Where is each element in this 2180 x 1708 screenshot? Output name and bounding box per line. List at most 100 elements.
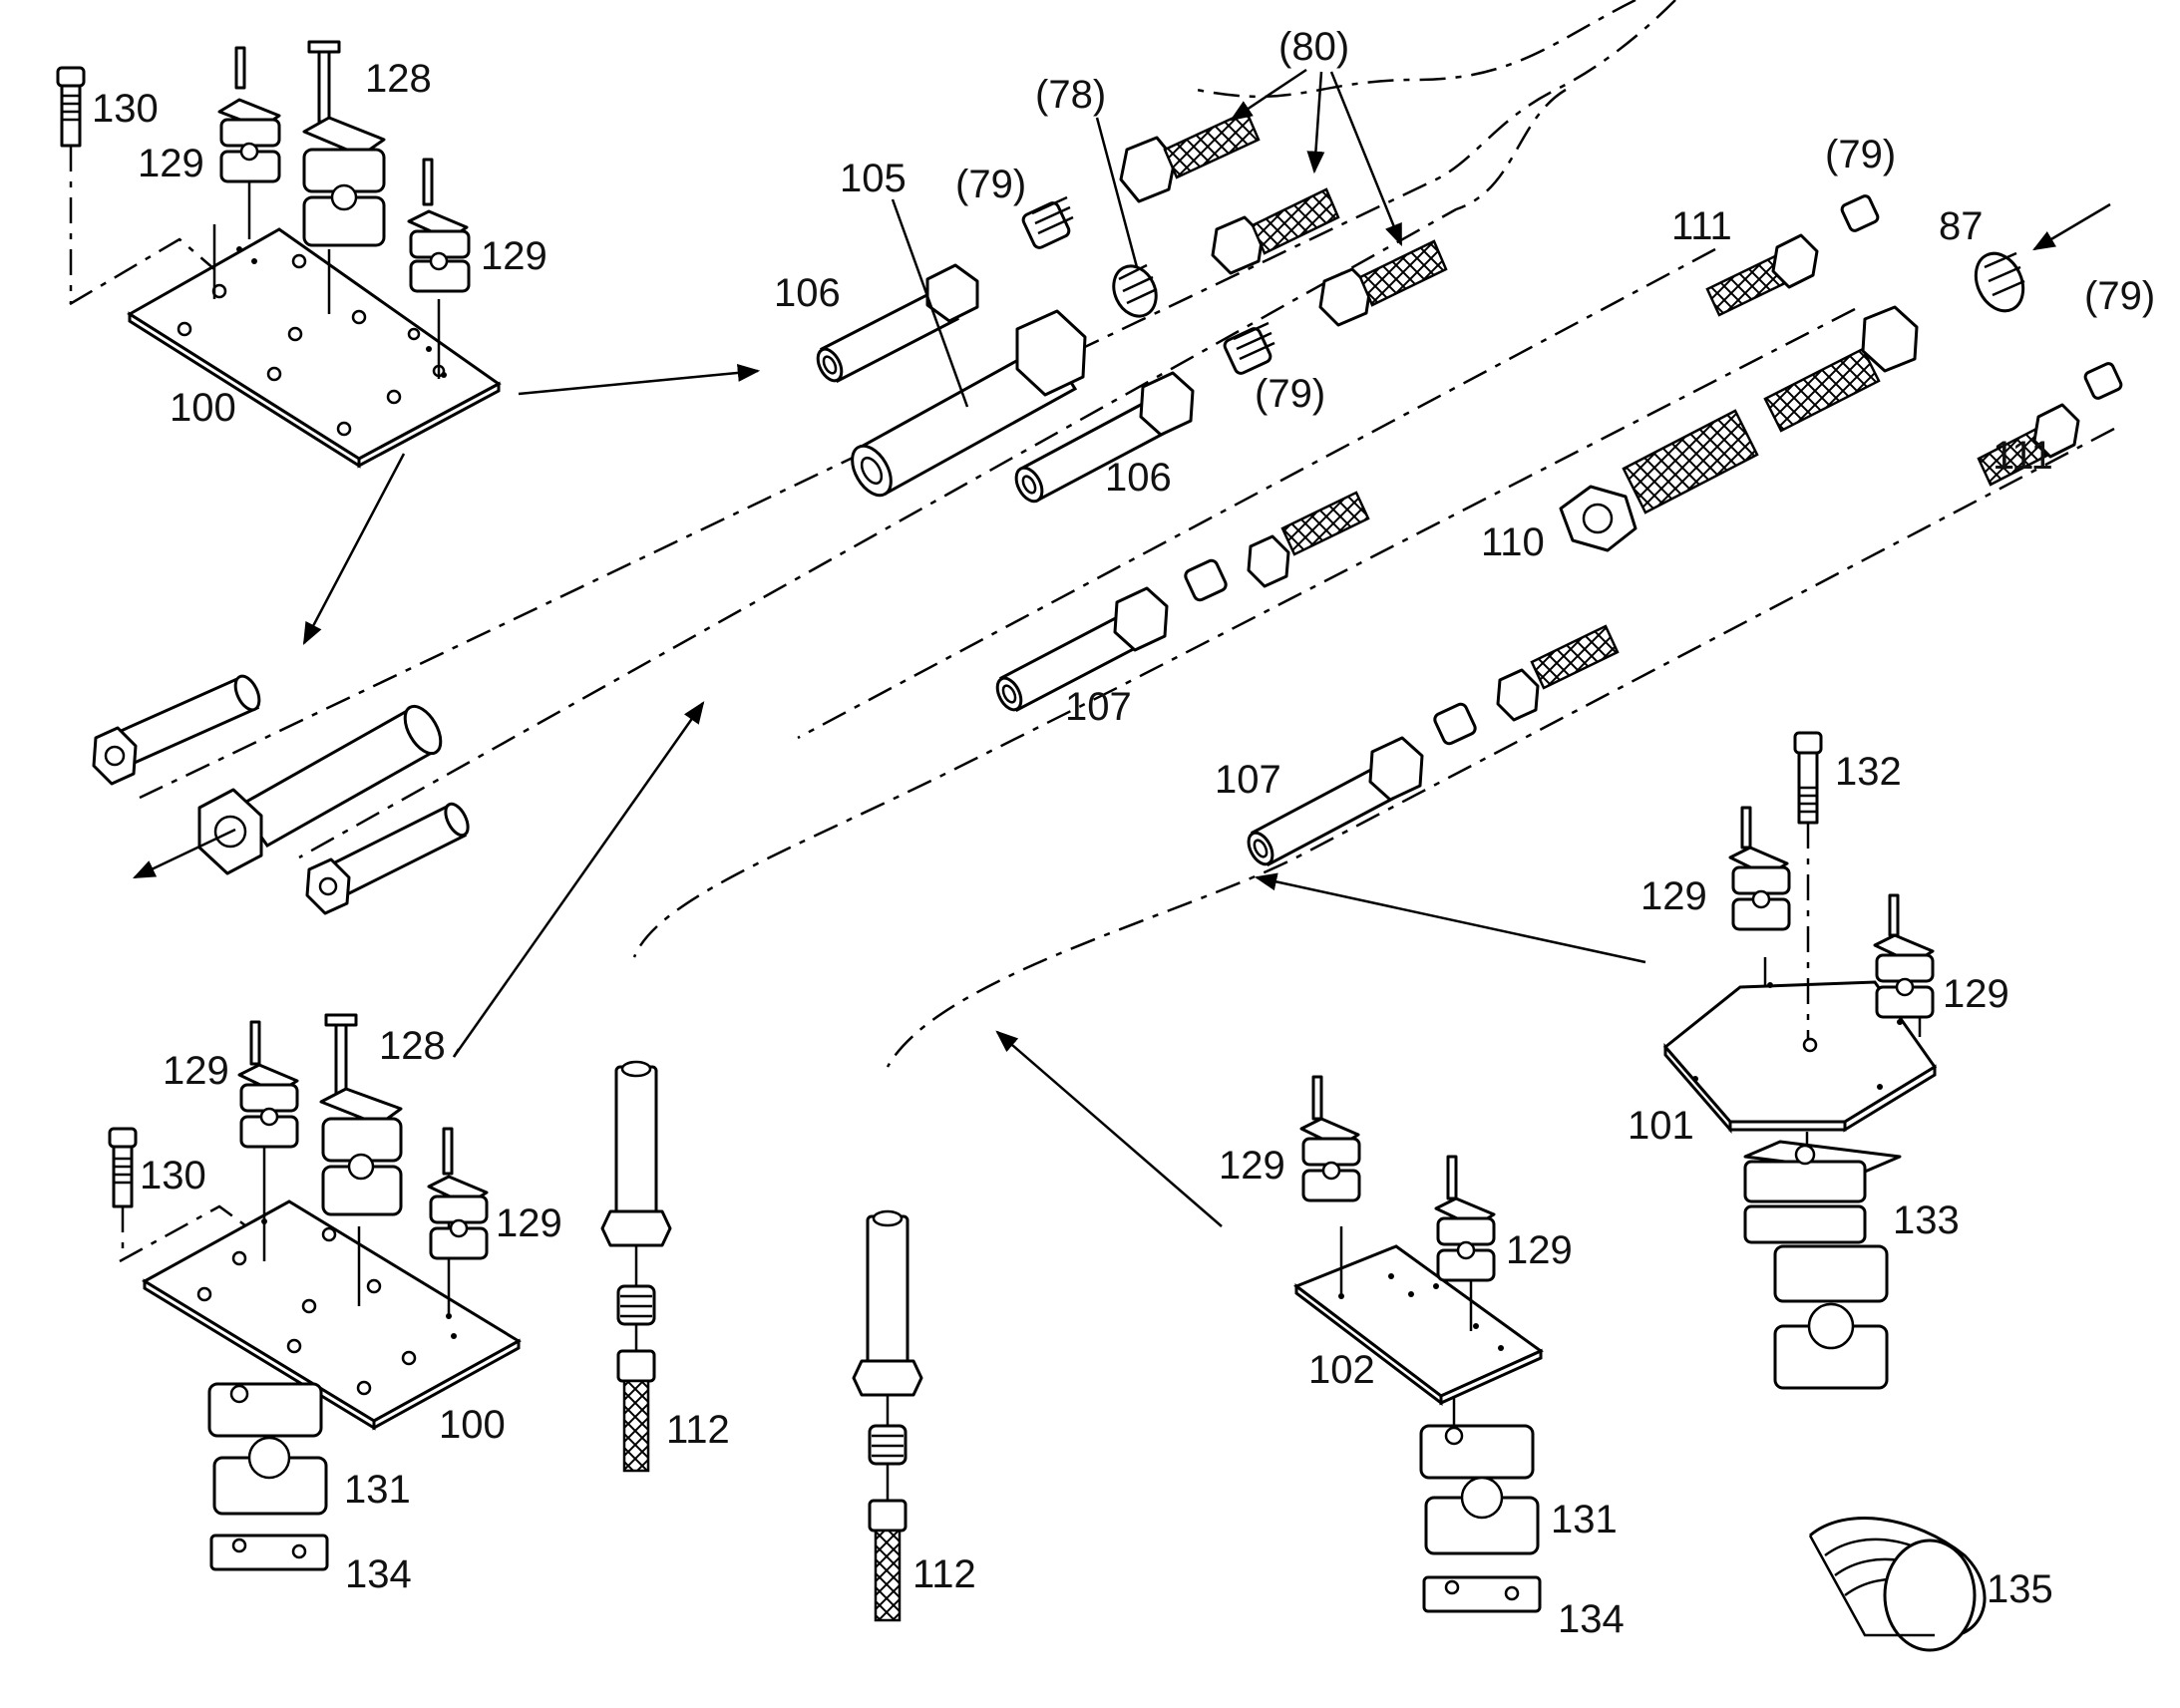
callout-102: 102 [1308,1348,1375,1392]
callout-134-right: 134 [1558,1597,1625,1641]
callout-112-left: 112 [666,1408,730,1452]
arrow-101-to-tube [1254,872,1646,964]
callout-111-lower: 111 [1993,434,2053,478]
callout-129-top-right: 129 [481,234,547,278]
callout-131-right: 131 [1551,1498,1618,1541]
mounting-plate-assembly-102 [1292,1075,1544,1613]
hose-107-lower-braid [1496,624,1620,722]
spring-135 [1808,1517,1987,1652]
clamp-129-top-left [217,46,281,183]
mounting-plate-assembly-bottom [108,1013,522,1571]
hose-111-lower [1977,362,2123,487]
callout-130-bottom: 130 [140,1154,206,1197]
clamp-129-102-right [1434,1155,1496,1282]
leader-80-b [1306,71,1325,174]
clamp-129-102-left [1299,1075,1361,1202]
clamp-129-bottom-left [237,1020,299,1149]
outlet-arrow [132,828,236,879]
hose-80-top [1119,110,1261,203]
bolt-132 [1793,731,1823,1039]
tube-106-lower [1014,371,1195,504]
callout-129-bottom-right: 129 [496,1201,562,1245]
tube-107-lower [1247,736,1424,867]
nipple-78 [1112,263,1158,318]
callout-105: 105 [840,157,907,200]
callout-110: 110 [1481,520,1545,564]
mounting-plate-assembly-top [56,40,502,469]
callout-101: 101 [1628,1104,1694,1148]
callout-100-top: 100 [170,386,236,430]
nipple-107-upper [1184,558,1228,602]
callout-87: 87 [1939,204,1984,248]
callout-129-101-left: 129 [1640,874,1707,918]
callout-131-left: 131 [344,1468,411,1512]
arrow-102-to-tube [995,1030,1223,1227]
plate-134-right [1422,1575,1542,1613]
callout-130-top: 130 [92,87,159,131]
fitting-assembly-left [92,674,470,915]
callout-111-upper: 111 [1671,204,1732,248]
callout-129-102-left: 129 [1219,1144,1285,1188]
leader-80-a [1230,68,1307,122]
hose-assembly-112-right [852,1209,923,1622]
arrow-plate-to-tubes [518,363,761,396]
callout-107-upper: 107 [1065,685,1132,729]
leader-105 [891,198,969,408]
clamp-128-top [302,40,386,247]
nipple-79-b [1223,321,1275,375]
fitting-87 [1974,202,2111,313]
hose-80-middle [1211,187,1340,275]
callout-106-upper: 106 [774,271,841,315]
clamp-129-bottom-right [427,1127,489,1260]
leader-128-bottom [452,1048,461,1058]
callout-129-102-right: 129 [1506,1228,1573,1272]
callout-79-a: (79) [955,163,1026,206]
callout-129-101-right: 129 [1943,972,2009,1016]
clamp-133 [1743,1132,1902,1390]
arrow-lower-plate-up [452,701,705,1058]
bolt-130-top [56,66,86,304]
fitting-small-left-lower [305,802,470,915]
tube-105 [851,309,1087,498]
callout-80: (80) [1278,25,1349,69]
clamp-128-bottom [319,1013,403,1216]
hose-assembly-112-left [600,1060,672,1473]
callout-135: 135 [1987,1567,2053,1611]
plate-holes-bottom [196,1226,417,1396]
callout-79-c: (79) [1825,133,1896,176]
hose-111-upper [1705,194,1880,317]
callout-106-lower: 106 [1105,456,1172,500]
hose-107-upper-braid [1247,491,1370,588]
callout-132: 132 [1835,750,1902,794]
plate-134-left [209,1534,329,1571]
callout-129-top-left: 129 [138,142,204,185]
callout-79-b: (79) [1255,372,1325,416]
callout-128-top: 128 [365,57,432,101]
fitting-small-left-upper [92,674,261,786]
routing-lines [139,0,2115,1068]
nipple-79-a [1021,195,1074,249]
callout-labels: 130 129 128 129 100 105 (79) (78) (80) 1… [92,25,2155,1641]
tube-106-upper [816,263,979,384]
tube-107-upper [995,586,1169,713]
hose-110 [1559,305,1919,552]
clamp-129-101-left [1728,806,1791,931]
callout-100-bottom: 100 [439,1403,506,1447]
callout-128-bottom: 128 [379,1024,446,1068]
callout-133: 133 [1893,1198,1960,1242]
hose-80-bottom [1318,239,1448,327]
callout-107-lower: 107 [1215,758,1281,802]
clamp-131-right [1419,1424,1540,1555]
fitting-large-left [197,704,443,875]
clamp-129-101-right [1873,893,1935,1019]
callout-79-d: (79) [2084,274,2155,318]
bolt-130-bottom [108,1127,138,1258]
mounting-plate-assembly-101 [1662,731,1938,1390]
callout-129-bottom-left: 129 [163,1049,229,1093]
nipple-107-lower [1433,702,1477,746]
arrow-plate-to-fittings [302,453,406,645]
leader-80-c [1329,71,1403,247]
callout-134-left: 134 [345,1552,412,1596]
clamp-129-top-right [407,158,471,293]
